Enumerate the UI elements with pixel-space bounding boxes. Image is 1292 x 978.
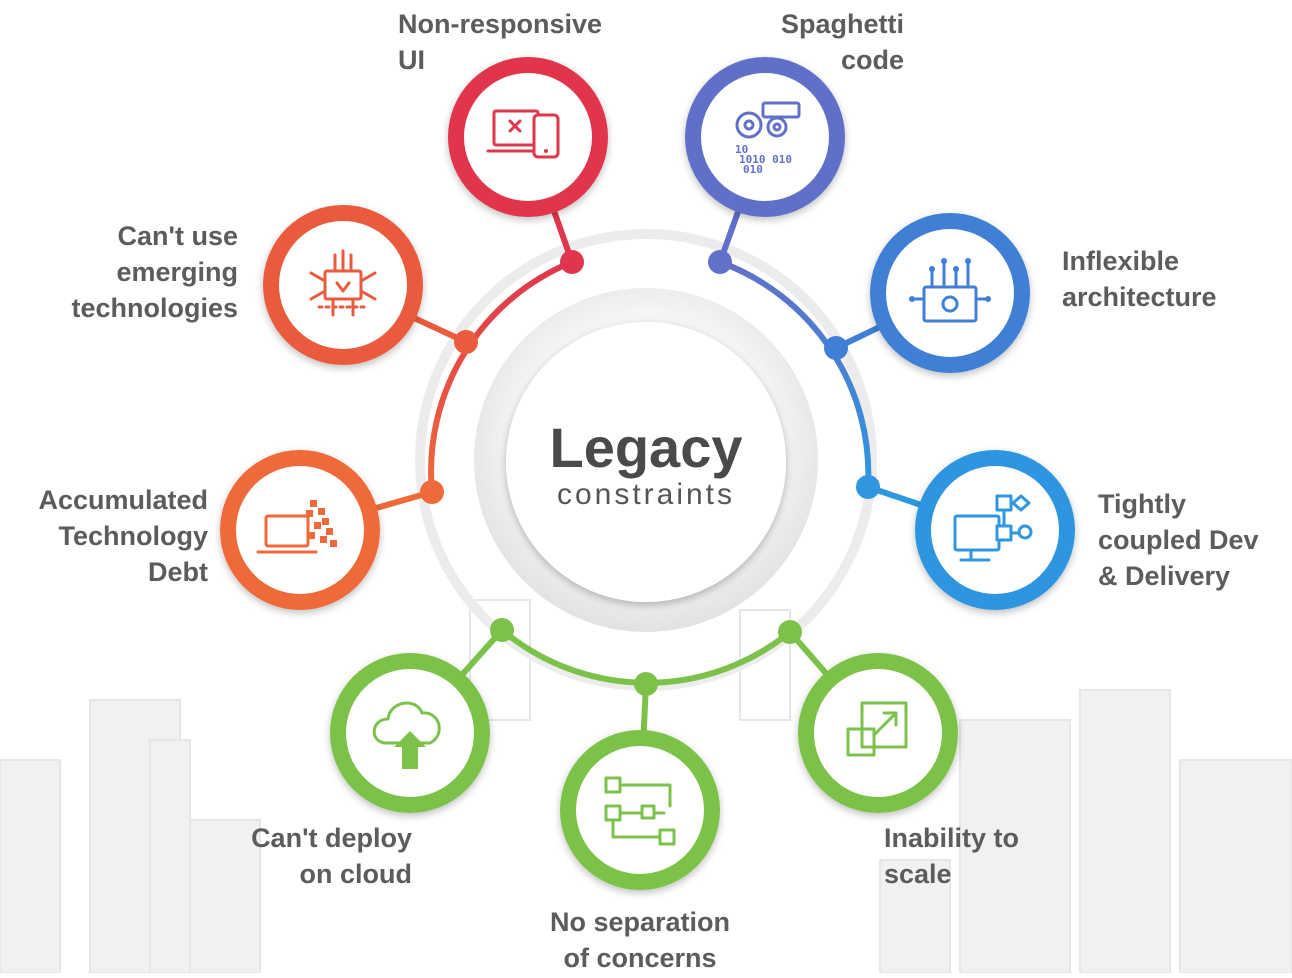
node-accumulated-debt	[220, 450, 444, 610]
laptop-phone-error-icon	[486, 109, 560, 159]
node-cant-use-emerging	[263, 205, 478, 365]
ring-dot	[454, 330, 478, 354]
node-circle-inner	[701, 73, 829, 201]
label-line: Spaghetti	[780, 9, 904, 39]
flow-blocks-icon	[604, 776, 676, 846]
label-tightly-coupled: Tightly coupled Dev & Delivery	[1098, 486, 1259, 594]
label-no-separation: No separation of concerns	[520, 904, 760, 976]
label-line: on cloud	[299, 859, 412, 889]
ring-dot	[708, 250, 732, 274]
center-title-sub: constraints	[556, 478, 736, 511]
label-line: Can't use	[117, 221, 238, 251]
label-inflexible-architecture: Inflexible architecture	[1062, 243, 1217, 315]
ring-dot	[856, 475, 880, 499]
label-line: No separation	[549, 907, 731, 937]
label-non-responsive-ui: Non-responsive UI	[398, 6, 602, 78]
svg-text:10: 10	[735, 143, 748, 156]
node-circle-inner	[236, 466, 364, 594]
node-circle-inner	[464, 73, 592, 201]
label-line: UI	[398, 45, 425, 75]
label-cant-use-emerging: Can't use emerging technologies	[40, 218, 238, 326]
node-inability-to-scale	[778, 620, 958, 813]
center-title: Legacy constraints	[486, 418, 806, 512]
node-no-separation	[560, 672, 720, 890]
label-line: Technology	[58, 521, 208, 551]
arc-left	[428, 259, 575, 495]
label-line: Debt	[148, 557, 208, 587]
ring-dot	[778, 620, 802, 644]
ring-dot	[490, 618, 514, 642]
svg-text:1010 010: 1010 010	[739, 153, 792, 166]
label-line: Inability to	[884, 823, 1019, 853]
node-circle-inner	[886, 229, 1014, 357]
label-line: Non-responsive	[398, 9, 603, 39]
label-cant-deploy-cloud: Can't deploy on cloud	[220, 820, 412, 892]
circuit-monitor-icon	[909, 258, 991, 323]
cloud-upload-icon	[372, 701, 441, 769]
ring-dot	[824, 336, 848, 360]
node-non-responsive-ui	[448, 57, 608, 274]
label-line: scale	[884, 859, 952, 889]
center-title-main: Legacy	[549, 416, 743, 479]
ring-dot	[560, 250, 584, 274]
chip-circuit-icon	[309, 249, 377, 317]
label-line: Inflexible	[1062, 246, 1180, 276]
label-line: coupled Dev	[1098, 525, 1259, 555]
node-circle-inner	[931, 466, 1059, 594]
label-line: architecture	[1062, 282, 1217, 312]
label-line: technologies	[71, 293, 238, 323]
label-line: Accumulated	[38, 485, 208, 515]
label-line: & Delivery	[1098, 561, 1231, 591]
label-line: of concerns	[563, 943, 717, 973]
center-circle-inner	[506, 322, 786, 602]
node-circle-inner	[279, 221, 407, 349]
label-inability-to-scale: Inability to scale	[884, 820, 1019, 892]
laptop-pixels-icon	[256, 500, 337, 554]
node-cant-deploy-cloud	[330, 618, 514, 813]
ring-dot	[634, 672, 658, 696]
label-spaghetti-code: Spaghetti code	[740, 6, 904, 78]
label-line: code	[840, 45, 904, 75]
monitor-flowchart-icon	[953, 494, 1033, 562]
node-tightly-coupled	[856, 450, 1075, 610]
svg-text:010: 010	[743, 163, 763, 176]
label-accumulated-debt: Accumulated Technology Debt	[10, 482, 208, 590]
node-inflexible-architecture	[824, 213, 1030, 373]
label-line: Can't deploy	[251, 823, 412, 853]
ring-dot	[420, 480, 444, 504]
scale-arrow-icon	[846, 701, 908, 757]
label-line: emerging	[116, 257, 238, 287]
node-circle-inner	[576, 746, 704, 874]
label-line: Tightly	[1098, 489, 1187, 519]
